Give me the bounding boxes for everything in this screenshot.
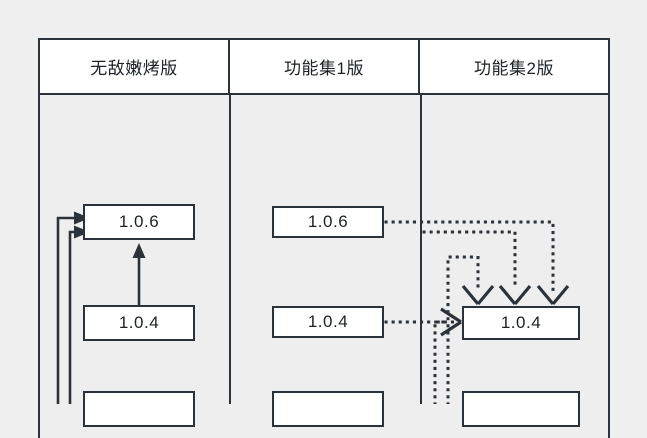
edge-left-merge-upper	[56, 211, 90, 404]
version-label: 1.0.6	[118, 212, 160, 231]
version-box-grilled-1-0-4[interactable]: 1.0.4	[83, 305, 195, 341]
version-box-featureset1-partial[interactable]	[272, 391, 384, 427]
edge-below-to-c3-104-left	[433, 307, 462, 404]
version-label: 1.0.4	[307, 312, 349, 331]
version-box-grilled-1-0-6[interactable]: 1.0.6	[83, 204, 195, 240]
column-divider-1	[228, 95, 231, 404]
column-header-featureset-2-label: 功能集2版	[474, 59, 554, 78]
column-divider-2	[419, 95, 422, 404]
edge-below-to-c3-104-down	[446, 255, 495, 404]
diagram-canvas: 无敌嫩烤版 功能集1版 功能集2版	[38, 38, 610, 438]
version-label: 1.0.4	[118, 313, 160, 332]
connector-layer	[56, 211, 570, 404]
version-label: 1.0.6	[307, 212, 349, 231]
column-header-grilled[interactable]: 无敌嫩烤版	[38, 38, 230, 95]
version-box-grilled-partial[interactable]	[83, 391, 195, 427]
edge-c2-106-to-c3-104-branch-b	[422, 230, 532, 306]
column-header-featureset-1[interactable]: 功能集1版	[230, 38, 420, 95]
version-box-featureset2-partial[interactable]	[462, 391, 580, 427]
version-box-featureset1-1-0-4[interactable]: 1.0.4	[272, 306, 384, 338]
column-header-grilled-label: 无敌嫩烤版	[90, 59, 178, 78]
version-box-featureset2-1-0-4[interactable]: 1.0.4	[462, 306, 580, 340]
edge-c1-104-to-c1-106	[132, 243, 146, 305]
edge-left-merge-lower	[68, 225, 90, 404]
column-header-featureset-2[interactable]: 功能集2版	[420, 38, 610, 95]
version-label: 1.0.4	[500, 313, 542, 332]
edge-c2-106-to-c3-104-branch-a	[384, 220, 570, 306]
column-header-featureset-1-label: 功能集1版	[284, 59, 364, 78]
version-box-featureset1-1-0-6[interactable]: 1.0.6	[272, 206, 384, 238]
column-header-row: 无敌嫩烤版 功能集1版 功能集2版	[38, 38, 610, 95]
